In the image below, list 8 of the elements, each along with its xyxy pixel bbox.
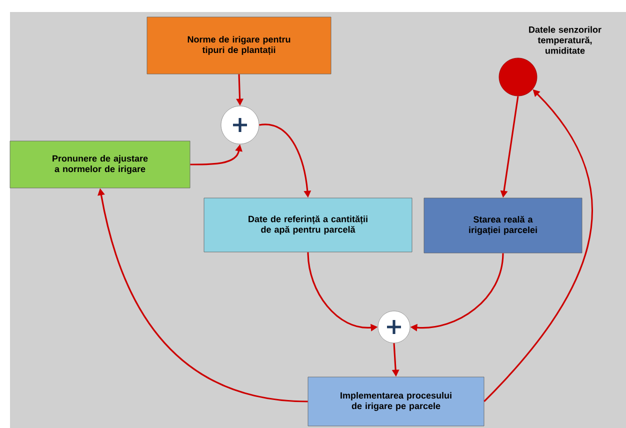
process-box: Norme de irigare pentru tipuri de plantații [146, 16, 332, 74]
summing-junction [378, 310, 410, 344]
process-box: Pronunere de ajustare a normelor de irigare [10, 140, 190, 188]
sensor-label: Datele senzorilor temperatură, umiditate [529, 26, 602, 54]
process-box: Starea reală a irigației parcelei [424, 198, 582, 254]
process-box: Implementarea procesului de irigare pe parcele [308, 376, 484, 426]
summing-junction [220, 106, 260, 144]
process-box: Date de referință a cantității de apă pentru parcelă [204, 198, 412, 252]
